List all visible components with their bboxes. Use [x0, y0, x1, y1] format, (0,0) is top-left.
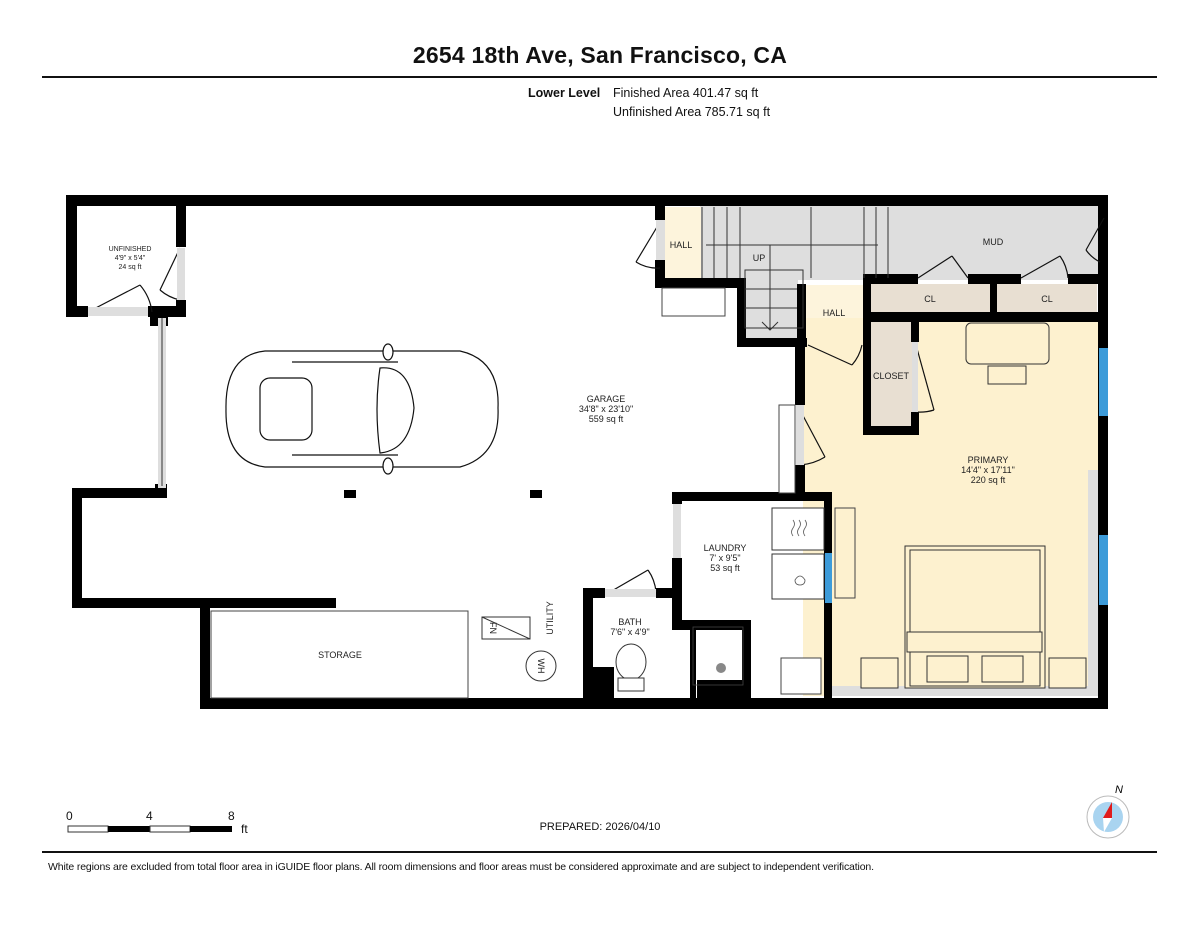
compass-north-label: N [1115, 784, 1123, 796]
desk-icon [965, 322, 1050, 365]
chair-icon [987, 365, 1027, 385]
scale-tick-4: 4 [146, 809, 153, 823]
page-title: 2654 18th Ave, San Francisco, CA [412, 42, 788, 68]
water-heater-icon [525, 650, 557, 682]
cl-2-floor [997, 284, 1097, 314]
room-mud: MUD [983, 237, 1004, 247]
utility-label: UTILITY [545, 601, 555, 635]
level-label: Lower Level [528, 86, 601, 100]
room-laundry-name: LAUNDRY [704, 543, 747, 553]
hall-upper-floor [665, 207, 701, 279]
bed-icon [904, 545, 1046, 689]
furnace-label: FN [488, 622, 498, 634]
nightstand-icon [860, 657, 899, 689]
finished-area: Finished Area 401.47 sq ft [613, 86, 759, 100]
room-unfinished-area: 24 sq ft [119, 264, 142, 271]
compass-icon [1086, 795, 1130, 839]
toilet-icon [615, 643, 647, 681]
nightstand-icon [1048, 657, 1087, 689]
closet-floor [870, 322, 912, 426]
scale-tick-8: 8 [228, 809, 235, 823]
prepared-date: PREPARED: 2026/04/10 [539, 821, 661, 833]
scale-bar [67, 825, 232, 833]
scale-tick-0: 0 [66, 809, 73, 823]
sink-icon [780, 657, 822, 695]
window [1099, 535, 1108, 605]
storage-outline [210, 610, 469, 699]
car-icon [225, 343, 499, 475]
room-storage: STORAGE [318, 650, 362, 660]
header-divider [42, 76, 1157, 78]
room-closet: CLOSET [873, 371, 910, 381]
window [825, 553, 832, 603]
room-hall-upper: HALL [670, 240, 693, 250]
walls [66, 195, 1108, 709]
room-unfinished-name: UNFINISHED [109, 246, 152, 253]
cl-1-floor [870, 284, 990, 314]
mud-floor [700, 205, 1100, 280]
room-primary-dims: 14'4" x 17'11" [961, 465, 1015, 475]
room-primary-name: PRIMARY [968, 455, 1009, 465]
room-primary-area: 220 sq ft [971, 475, 1006, 485]
shower-icon [716, 663, 726, 673]
scale-unit: ft [241, 822, 248, 836]
window [1099, 348, 1108, 416]
room-cl-1: CL [924, 294, 936, 304]
unfinished-area: Unfinished Area 785.71 sq ft [613, 105, 771, 119]
room-laundry-area: 53 sq ft [710, 563, 740, 573]
room-unfinished-dims: 4'9" x 5'4" [115, 255, 146, 262]
disclaimer: White regions are excluded from total fl… [48, 861, 874, 873]
room-garage-area: 559 sq ft [589, 414, 624, 424]
room-bath-dims: 7'6" x 4'9" [610, 627, 649, 637]
stairs [701, 207, 889, 331]
room-garage-dims: 34'8" x 23'10" [579, 404, 633, 414]
room-cl-2: CL [1041, 294, 1053, 304]
stairs-up-label: UP [753, 253, 766, 263]
footer-divider [42, 851, 1157, 853]
room-bath-name: BATH [618, 617, 641, 627]
room-hall-lower: HALL [823, 308, 846, 318]
room-laundry-dims: 7' x 9'5" [709, 553, 740, 563]
room-garage-name: GARAGE [587, 394, 626, 404]
water-heater-label: WH [536, 659, 546, 674]
